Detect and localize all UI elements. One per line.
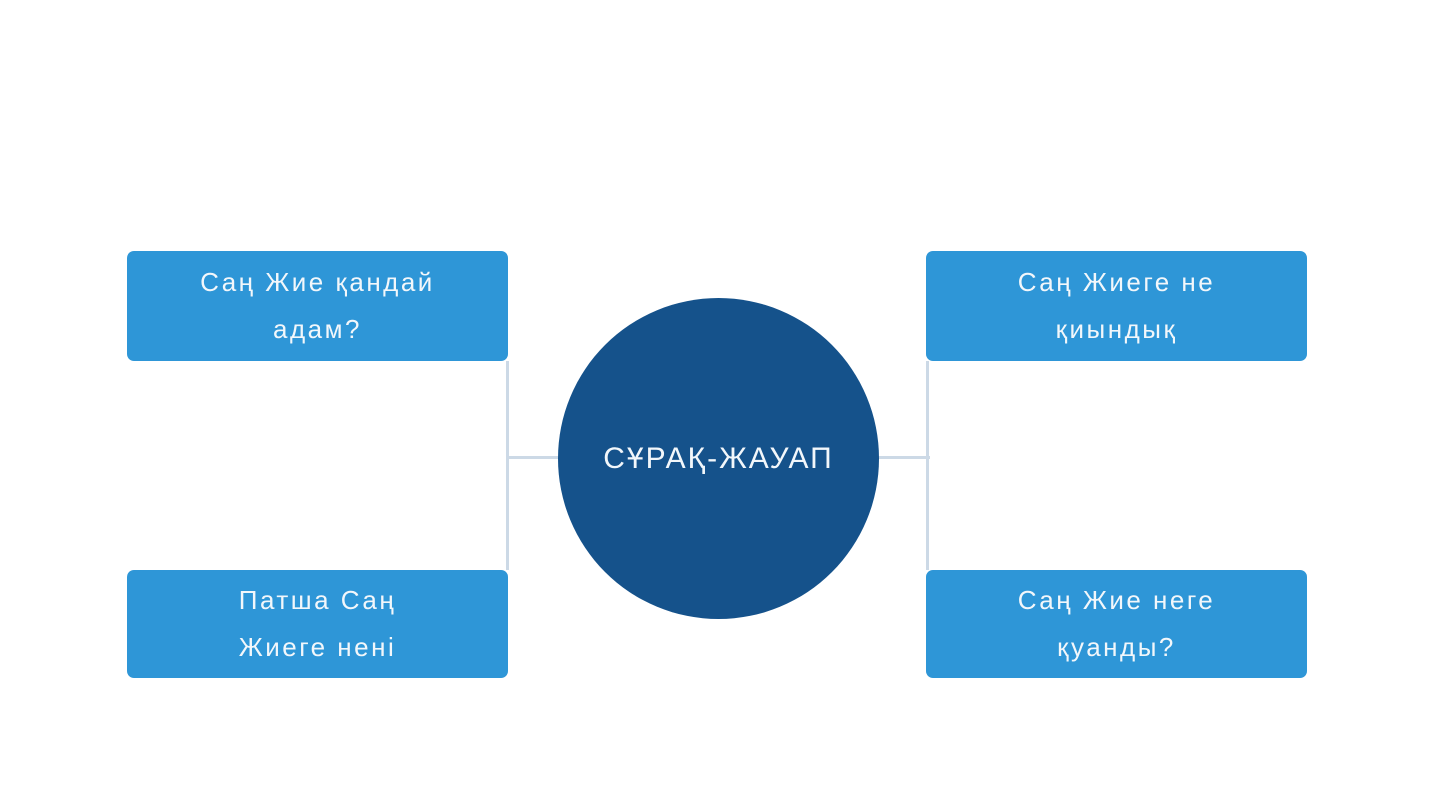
connector-horizontal-right <box>870 456 930 459</box>
question-box-text-line: Жиеге нені <box>238 632 397 662</box>
question-box-bottom-right: Саң Жие неге қуанды? <box>926 570 1307 678</box>
question-box-text-line: адам? <box>273 314 362 344</box>
question-box-text-line: Саң Жие қандай <box>200 267 435 297</box>
question-box-text-line: қиындық <box>1055 314 1178 344</box>
connector-vertical-left <box>506 361 509 570</box>
center-circle: СҰРАҚ-ЖАУАП <box>558 298 879 619</box>
question-box-text-line: Патша Саң <box>238 585 397 615</box>
connector-horizontal-left <box>506 456 566 459</box>
question-box-text-line: қуанды? <box>1057 632 1176 662</box>
connector-vertical-right <box>926 361 929 570</box>
question-box-text-line: Саң Жие неге <box>1017 585 1216 615</box>
question-box-text-line: Саң Жиеге не <box>1017 267 1216 297</box>
question-box-top-left: Саң Жие қандай адам? <box>127 251 508 361</box>
center-circle-label: СҰРАҚ-ЖАУАП <box>603 441 834 475</box>
question-box-top-right: Саң Жиеге не қиындық <box>926 251 1307 361</box>
question-box-bottom-left: Патша Саң Жиеге нені <box>127 570 508 678</box>
